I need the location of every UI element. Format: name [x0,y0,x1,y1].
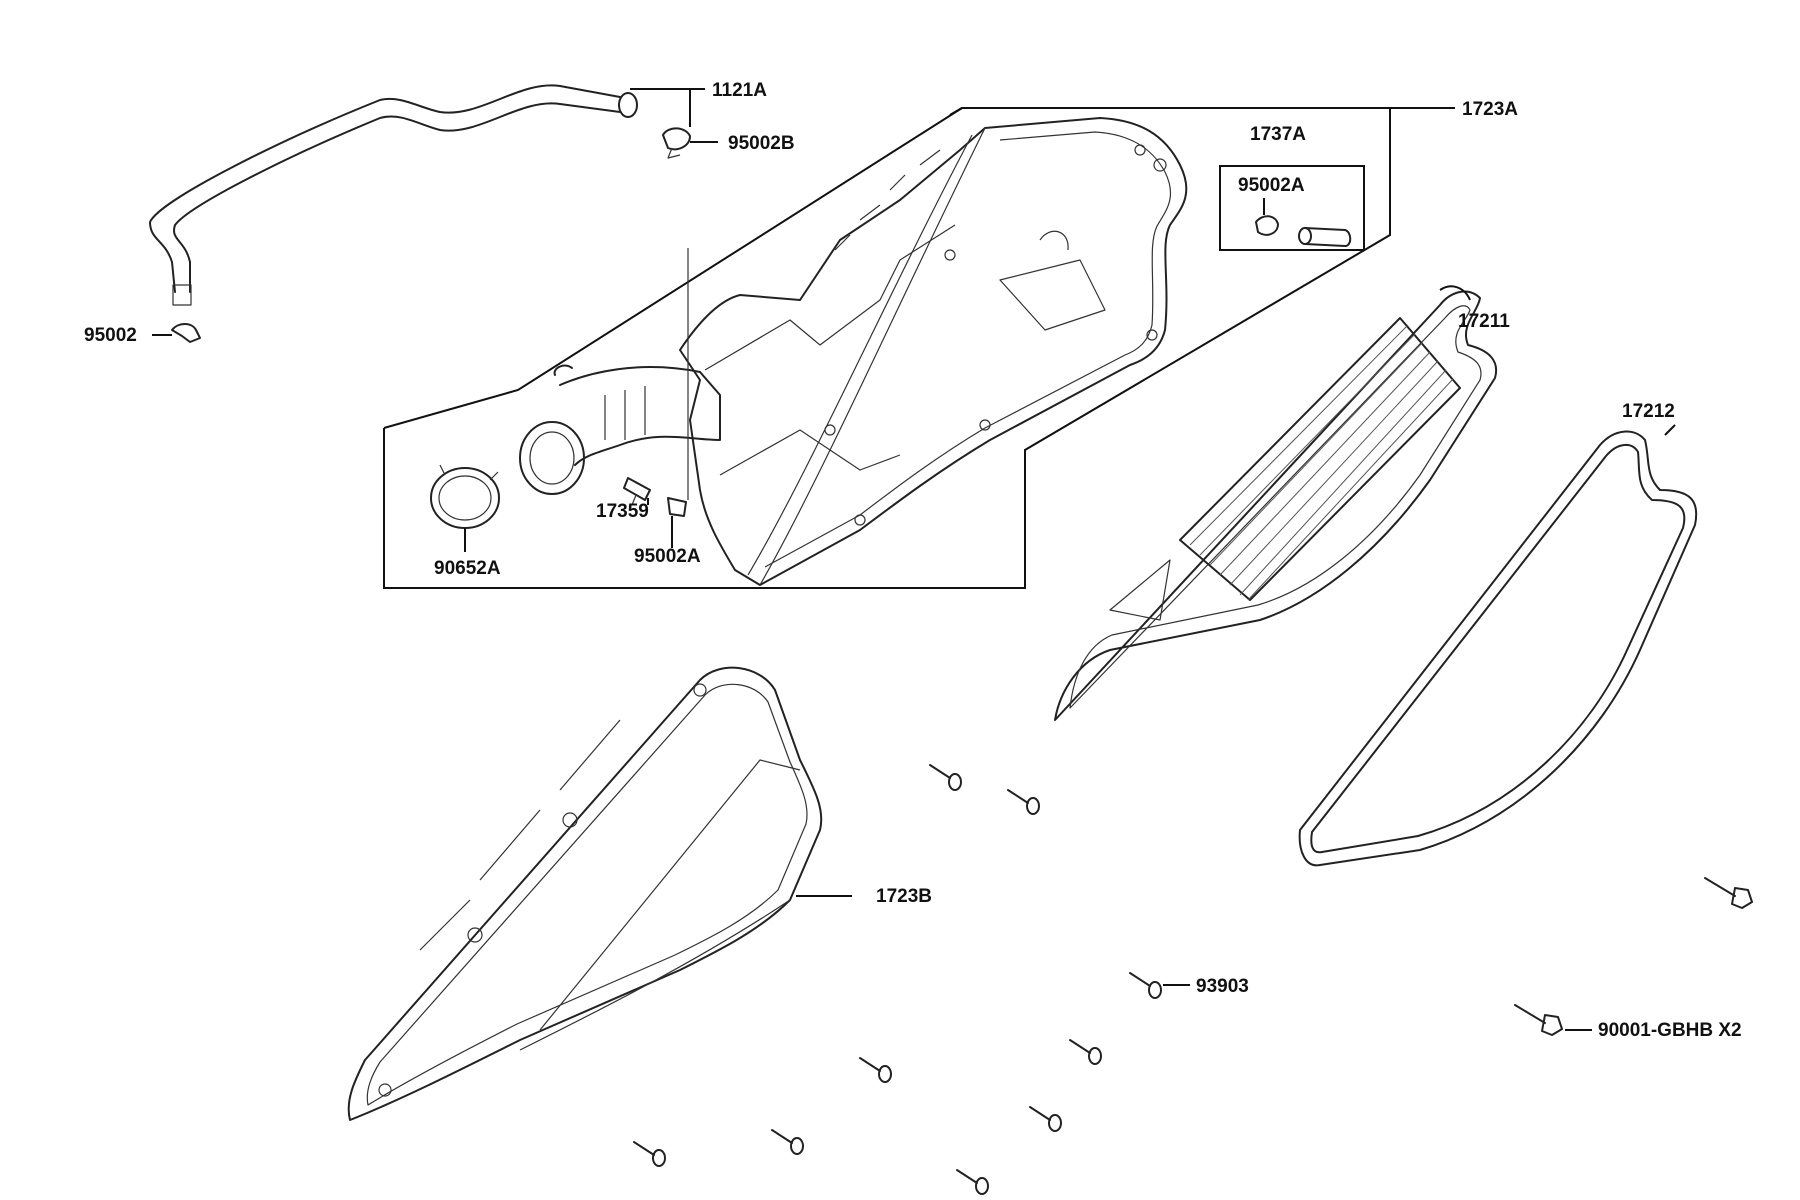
label-band: 90652A [434,558,501,579]
label-packing: 17212 [1622,401,1675,422]
label-connector-clip: 95002A [634,546,701,567]
breather-hose-icon [149,84,638,306]
leader-lines [152,88,1676,1031]
screw-icon-4 [1069,1039,1102,1065]
hose-clip-b-icon [662,127,691,159]
screw-icon-7 [771,1129,804,1155]
label-bolt: 90001-GBHB X2 [1598,1020,1742,1041]
connector-clip-icon [667,497,687,517]
bolt-icon-2 [1514,1004,1563,1036]
screw-icon-1 [929,764,962,791]
label-drain-plug: 17359 [596,501,649,522]
cover-icon [347,666,823,1121]
label-air-cleaner-case: 1723A [1462,99,1518,120]
screw-icon-2 [1007,789,1040,815]
drain-plug-icon [623,477,651,506]
filter-pleats [1189,324,1454,601]
label-screw: 93903 [1196,976,1249,997]
drain-plug-assy-box [1219,165,1365,251]
label-hose-assy: 1121A [712,80,767,101]
air-cleaner-case-icon [679,117,1188,586]
packing-gasket-icon [1298,430,1698,867]
drain-clip-icon [1255,215,1279,236]
screw-icon-6 [1029,1106,1062,1132]
label-hose-clip-b: 95002B [728,133,795,154]
drain-tube-icon [1298,227,1352,247]
label-cover: 1723B [876,886,932,907]
screw-icon-9 [956,1169,989,1195]
left-hose-clip-icon [171,323,201,343]
label-left-hose-clip: 95002 [84,325,137,346]
band-icon [430,464,500,529]
case-assembly-frame [383,107,1391,589]
screw-icon-3 [1129,972,1162,999]
filter-element-icon [1054,290,1498,721]
label-filter-element: 17211 [1458,311,1510,332]
label-drain-clip: 95002A [1238,175,1305,196]
bolt-icon-1 [1704,877,1753,909]
screw-icon-8 [633,1141,666,1167]
label-drain-plug-assy: 1737A [1250,124,1306,145]
connecting-tube-icon [519,364,721,495]
screw-icon-5 [859,1057,892,1083]
